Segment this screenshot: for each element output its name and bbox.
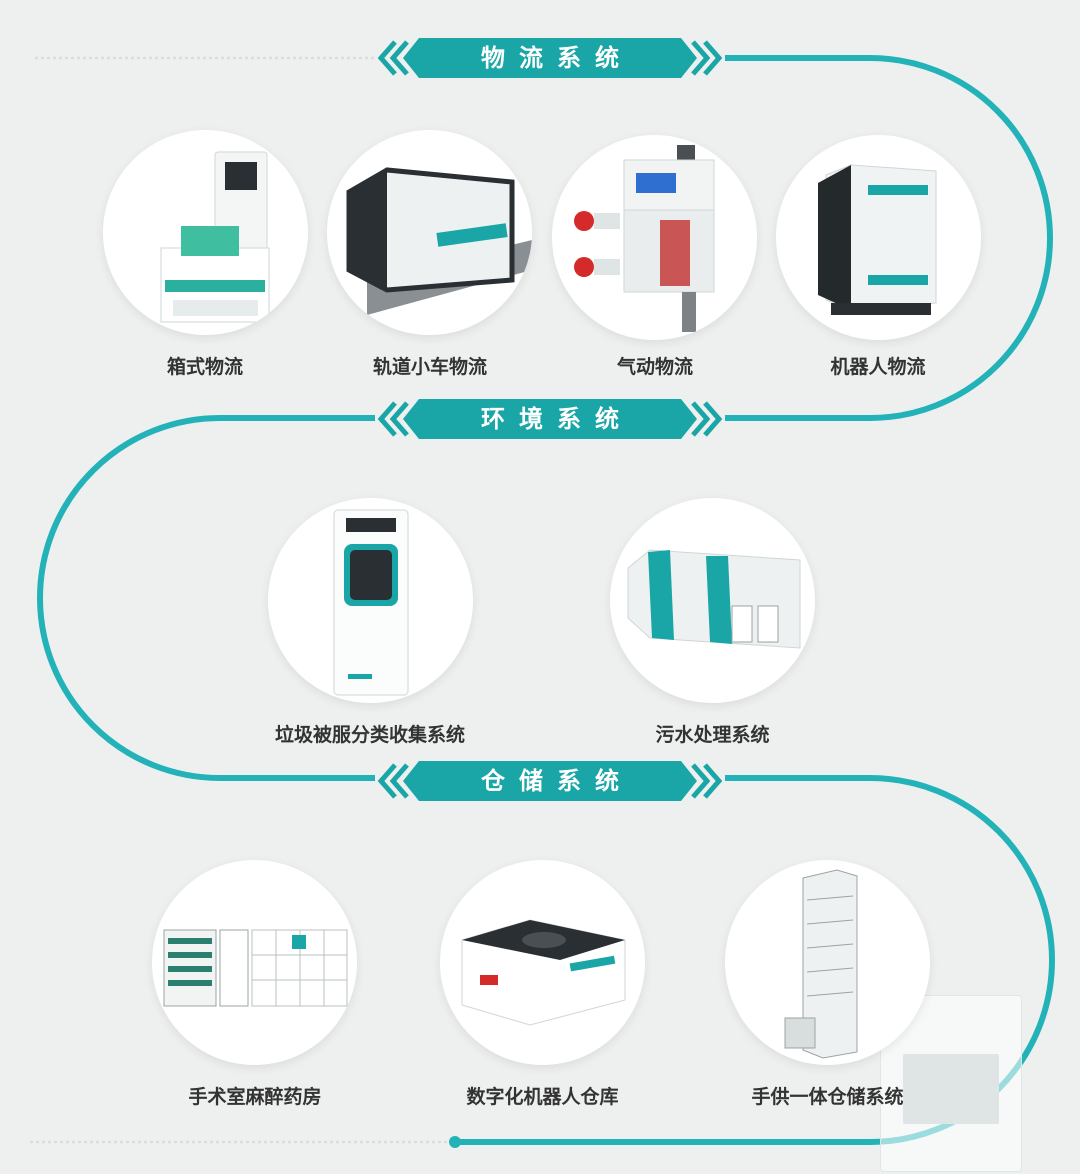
anesthesia-pharmacy-cabinet-icon bbox=[163, 929, 348, 1007]
vertical-storage-tower-icon bbox=[784, 869, 858, 1059]
product-card-pneumatic[interactable] bbox=[552, 135, 757, 340]
product-label: 轨道小车物流 bbox=[372, 356, 487, 378]
product-card-warehouse-robot[interactable] bbox=[440, 860, 645, 1065]
product-label: 手术室麻醉药房 bbox=[188, 1086, 322, 1108]
pneumatic-tube-icon bbox=[574, 145, 715, 332]
box-logistics-machine-icon bbox=[160, 151, 270, 323]
product-card-sewage[interactable] bbox=[610, 498, 815, 703]
product-card-waste-linen[interactable] bbox=[268, 498, 473, 703]
warehouse-robot-icon bbox=[461, 919, 626, 1026]
banner-chevron-frame-icon bbox=[377, 399, 723, 439]
sewage-treatment-icon bbox=[627, 549, 801, 649]
section-banner-environment: 环境系统 bbox=[375, 399, 725, 439]
waste-linen-collector-icon bbox=[333, 509, 409, 696]
logistics-robot-icon bbox=[818, 164, 937, 315]
product-card-rail-cart[interactable] bbox=[327, 130, 532, 335]
product-card-robot-logistics[interactable] bbox=[776, 135, 981, 340]
product-card-anesthesia-pharmacy[interactable] bbox=[152, 860, 357, 1065]
product-label: 数字化机器人仓库 bbox=[466, 1086, 619, 1108]
product-label: 垃圾被服分类收集系统 bbox=[274, 724, 465, 746]
product-label: 污水处理系统 bbox=[655, 724, 770, 746]
section-title: 环境系统 bbox=[481, 405, 633, 433]
section-banner-logistics: 物流系统 bbox=[375, 38, 725, 78]
product-label: 箱式物流 bbox=[166, 356, 243, 378]
product-label: 机器人物流 bbox=[830, 356, 926, 378]
banner-chevron-frame-icon bbox=[377, 38, 723, 78]
product-card-box-logistics[interactable] bbox=[103, 130, 308, 335]
section-title: 物流系统 bbox=[481, 44, 633, 72]
rail-cart-icon bbox=[346, 167, 532, 315]
product-label: 手供一体仓储系统 bbox=[751, 1086, 904, 1108]
product-card-vertical-storage[interactable] bbox=[725, 860, 930, 1065]
banner-chevron-frame-icon bbox=[377, 761, 723, 801]
section-title: 仓储系统 bbox=[481, 767, 633, 795]
product-label: 气动物流 bbox=[616, 356, 693, 378]
section-banner-storage: 仓储系统 bbox=[375, 761, 725, 801]
